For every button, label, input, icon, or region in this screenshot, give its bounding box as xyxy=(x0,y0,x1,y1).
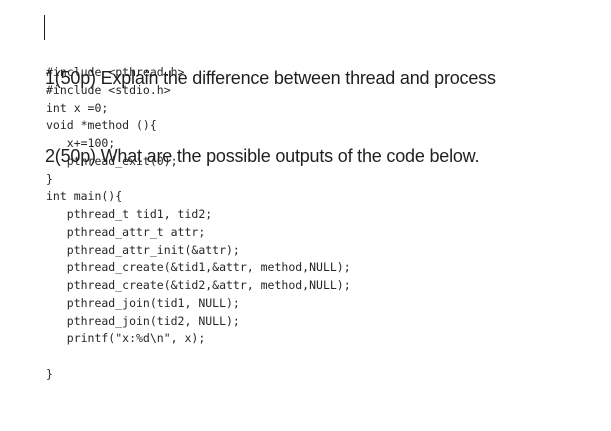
code-block[interactable]: #include <pthread.h> #include <stdio.h> … xyxy=(46,64,351,384)
question-2-line[interactable]: 2(50p) What are the possible outputs of … xyxy=(45,146,480,166)
code-line[interactable]: int x =0; xyxy=(46,100,109,115)
code-line[interactable]: pthread_join(tid1, NULL); xyxy=(46,295,240,310)
code-line[interactable]: } xyxy=(46,366,53,381)
code-line[interactable]: pthread_exit(0); xyxy=(46,153,178,168)
code-line[interactable]: pthread_join(tid2, NULL); xyxy=(46,313,240,328)
code-line[interactable]: } xyxy=(46,171,53,186)
code-line[interactable]: pthread_create(&tid2,&attr, method,NULL)… xyxy=(46,278,351,292)
code-line[interactable]: pthread_attr_init(&attr); xyxy=(46,242,240,257)
code-line[interactable] xyxy=(46,348,351,366)
code-line[interactable]: pthread_create(&tid1,&attr, method,NULL)… xyxy=(46,260,351,275)
question-1-line[interactable]: 1(50p) Explain the difference between th… xyxy=(45,68,496,88)
code-line[interactable]: pthread_attr_t attr; xyxy=(46,224,206,239)
code-line[interactable]: #include <pthread.h> xyxy=(46,65,185,79)
question-paragraph[interactable]: 1(50p) Explain the difference between th… xyxy=(45,13,496,221)
code-line[interactable]: pthread_t tid1, tid2; xyxy=(46,207,213,221)
code-line[interactable]: x+=100; xyxy=(46,136,116,150)
text-cursor xyxy=(44,15,45,40)
code-line[interactable]: void *method (){ xyxy=(46,118,157,133)
code-line[interactable]: #include <stdio.h> xyxy=(46,82,171,97)
code-line[interactable]: int main(){ xyxy=(46,189,123,204)
code-line[interactable]: printf("x:%d\n", x); xyxy=(46,331,206,346)
